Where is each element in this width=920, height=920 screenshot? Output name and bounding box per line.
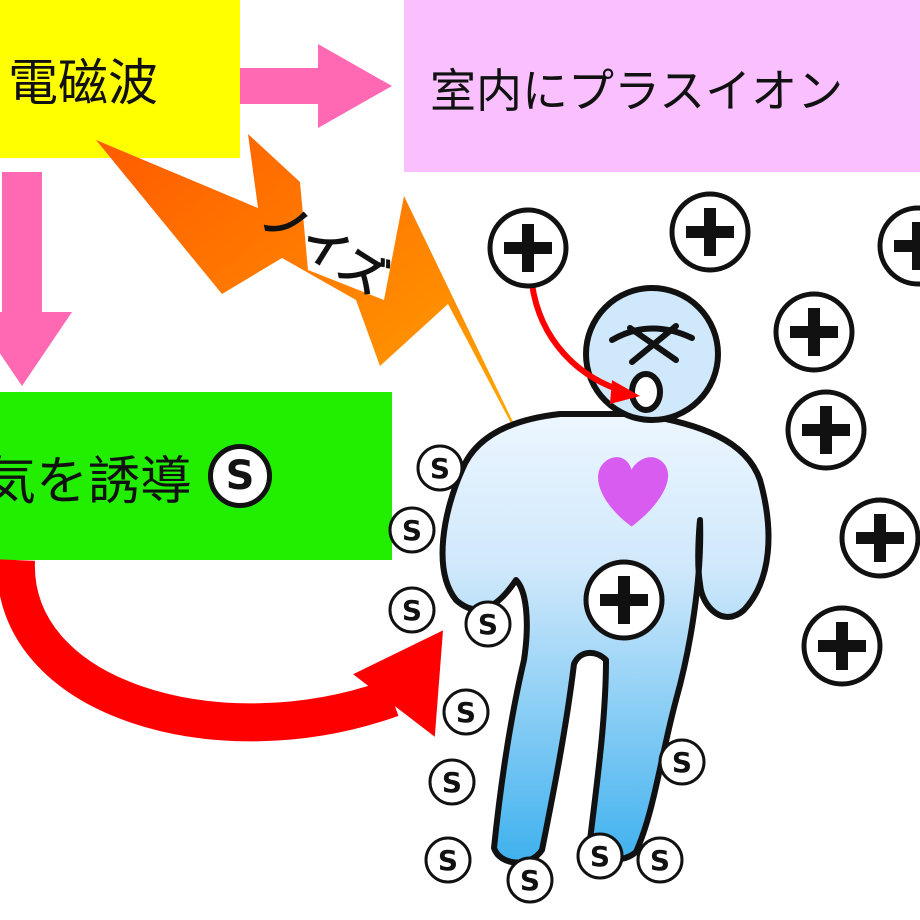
noise-label: ノイズ <box>252 188 396 306</box>
static-s-icon: S <box>636 836 684 884</box>
svg-text:S: S <box>672 746 692 779</box>
person-figure-icon <box>439 285 772 866</box>
lightning-bolt-icon: ノイズ <box>96 134 540 478</box>
pink-arrow-right <box>240 44 392 128</box>
static-s-icon: S <box>388 506 436 554</box>
svg-text:S: S <box>438 844 458 877</box>
pink-arrow-down <box>0 172 72 386</box>
plus-ion-group <box>487 191 920 687</box>
induce-static-label: 気を誘導 <box>0 451 193 512</box>
static-s-icon: S <box>442 688 490 736</box>
plasma-ion-label: 室内にプラスイオン <box>430 64 844 118</box>
static-s-icon: S <box>388 586 436 634</box>
svg-text:S: S <box>402 594 422 627</box>
induce-static-box: 気を誘導 S <box>0 392 392 560</box>
static-s-icon: S <box>464 600 512 648</box>
svg-text:S: S <box>478 608 498 641</box>
electromagnetic-wave-box: 電磁波 <box>0 0 240 158</box>
static-s-icon: S <box>424 836 472 884</box>
static-s-icon: S <box>416 444 464 492</box>
svg-text:S: S <box>590 840 610 873</box>
plus-ion-icon <box>583 559 665 641</box>
svg-text:S: S <box>456 696 476 729</box>
plus-ion-icon <box>839 497 920 579</box>
plus-ion-icon <box>487 207 569 289</box>
svg-text:S: S <box>442 766 462 799</box>
plasma-ion-box: 室内にプラスイオン <box>404 0 920 172</box>
red-arrow-to-mouth <box>529 283 640 404</box>
svg-text:S: S <box>520 864 540 897</box>
plus-ion-icon <box>669 191 751 273</box>
plus-ion-icon <box>785 389 867 471</box>
static-s-icon: S <box>208 444 273 508</box>
plus-ion-icon <box>801 605 883 687</box>
svg-text:S: S <box>402 514 422 547</box>
red-arrow-induce <box>0 559 444 742</box>
plus-ion-icon <box>877 205 920 287</box>
electromagnetic-wave-label: 電磁波 <box>8 54 158 112</box>
svg-text:S: S <box>650 844 670 877</box>
svg-text:S: S <box>430 452 450 485</box>
static-s-icon: S <box>658 738 706 786</box>
heart-icon <box>598 457 669 527</box>
static-s-icon: S <box>506 856 554 904</box>
static-s-icon: S <box>428 758 476 806</box>
static-s-icon: S <box>576 832 624 880</box>
plus-ion-icon <box>773 291 855 373</box>
